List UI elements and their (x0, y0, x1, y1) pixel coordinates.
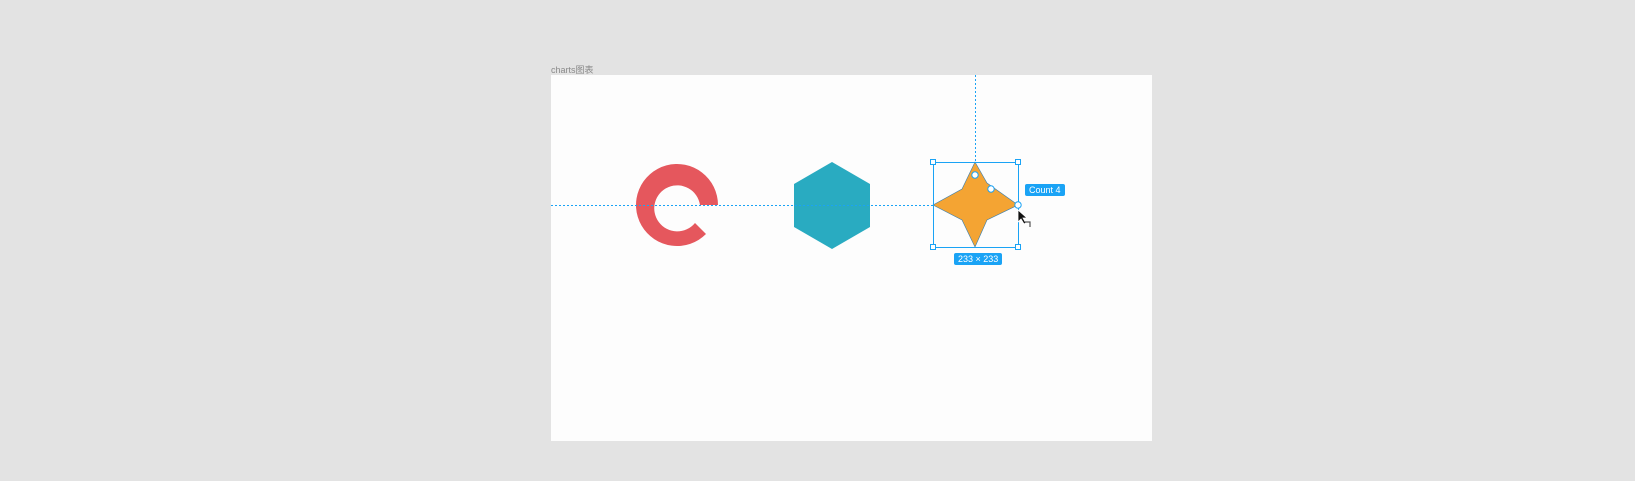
count-tag: Count 4 (1025, 184, 1065, 196)
vertex-handles[interactable] (971, 171, 1022, 209)
resize-handles[interactable] (930, 159, 1021, 250)
canvas-frame[interactable] (551, 75, 1152, 441)
size-tag: 233 × 233 (954, 253, 1003, 265)
mouse-cursor-icon (1017, 209, 1031, 227)
frame-label[interactable]: charts图表 (551, 65, 594, 75)
ring-shape[interactable] (635, 164, 718, 247)
